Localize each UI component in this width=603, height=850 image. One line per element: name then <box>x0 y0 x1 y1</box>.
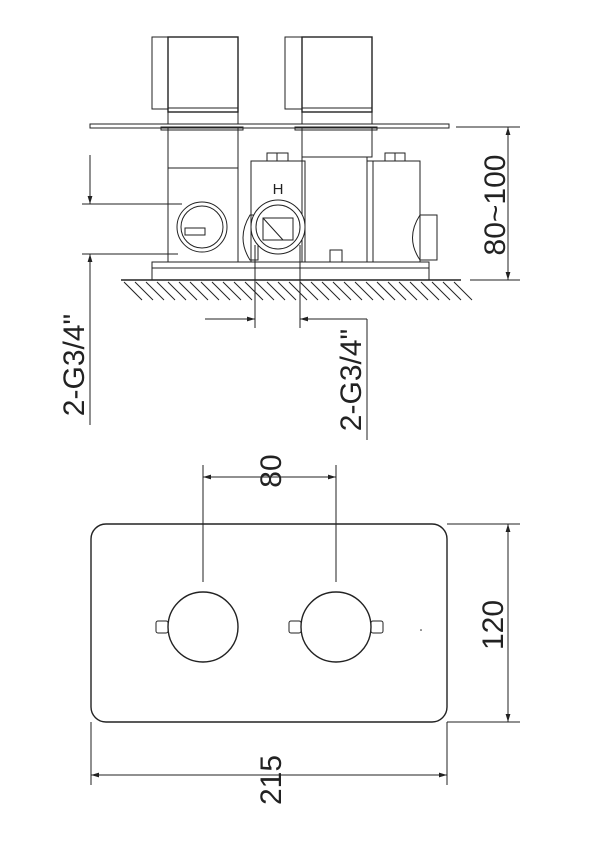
hatch-line <box>244 281 264 301</box>
inlet-dim-bottom-label: 2-G3/4" <box>335 329 368 431</box>
hatch-line <box>134 281 154 301</box>
side-view: H 80~100 2-G3/4" <box>58 36 520 440</box>
hatch-line <box>431 281 451 301</box>
hatch-line <box>167 281 187 301</box>
hatch-line <box>255 281 275 301</box>
wall-hatch <box>123 281 473 301</box>
hatch-line <box>365 281 385 301</box>
height-dimension: 120 <box>447 523 520 723</box>
hatch-line <box>288 281 308 301</box>
right-handle <box>284 36 373 158</box>
hatch-line <box>442 281 462 301</box>
valve-body: H <box>167 152 438 263</box>
left-handle <box>151 36 239 169</box>
hatch-line <box>277 281 297 301</box>
hatch-line <box>453 281 473 301</box>
hatch-line <box>200 281 220 301</box>
cover-plate <box>90 523 448 723</box>
mounting-base <box>151 261 430 281</box>
hatch-line <box>398 281 418 301</box>
hatch-line <box>178 281 198 301</box>
cover-plate-edge <box>89 123 450 129</box>
hatch-line <box>266 281 286 301</box>
hatch-line <box>156 281 176 301</box>
hatch-line <box>310 281 330 301</box>
hatch-line <box>332 281 352 301</box>
width-dim-label: 215 <box>255 755 288 805</box>
hatch-line <box>321 281 341 301</box>
hatch-line <box>387 281 407 301</box>
inlet-dimension-left: 2-G3/4" <box>58 155 182 425</box>
hatch-line <box>409 281 429 301</box>
hatch-line <box>222 281 242 301</box>
inlet-dimension-bottom: 2-G3/4" <box>205 245 368 440</box>
hatch-line <box>233 281 253 301</box>
left-knob <box>155 591 239 663</box>
inlet-dim-left-label: 2-G3/4" <box>58 314 91 416</box>
front-view: 80 120 215 <box>90 454 520 805</box>
hatch-line <box>211 281 231 301</box>
hatch-line <box>420 281 440 301</box>
hot-mark: H <box>273 181 284 198</box>
hatch-line <box>145 281 165 301</box>
width-dimension: 215 <box>90 722 448 805</box>
hatch-line <box>376 281 396 301</box>
hatch-line <box>299 281 319 301</box>
knob-spacing-dimension: 80 <box>202 454 337 582</box>
depth-dimension: 80~100 <box>456 126 520 281</box>
depth-dim-label: 80~100 <box>479 155 512 256</box>
knob-spacing-label: 80 <box>255 454 288 487</box>
height-dim-label: 120 <box>477 600 510 650</box>
hatch-line <box>189 281 209 301</box>
hatch-line <box>343 281 363 301</box>
right-knob <box>288 591 384 663</box>
hatch-line <box>354 281 374 301</box>
hatch-line <box>123 281 143 301</box>
